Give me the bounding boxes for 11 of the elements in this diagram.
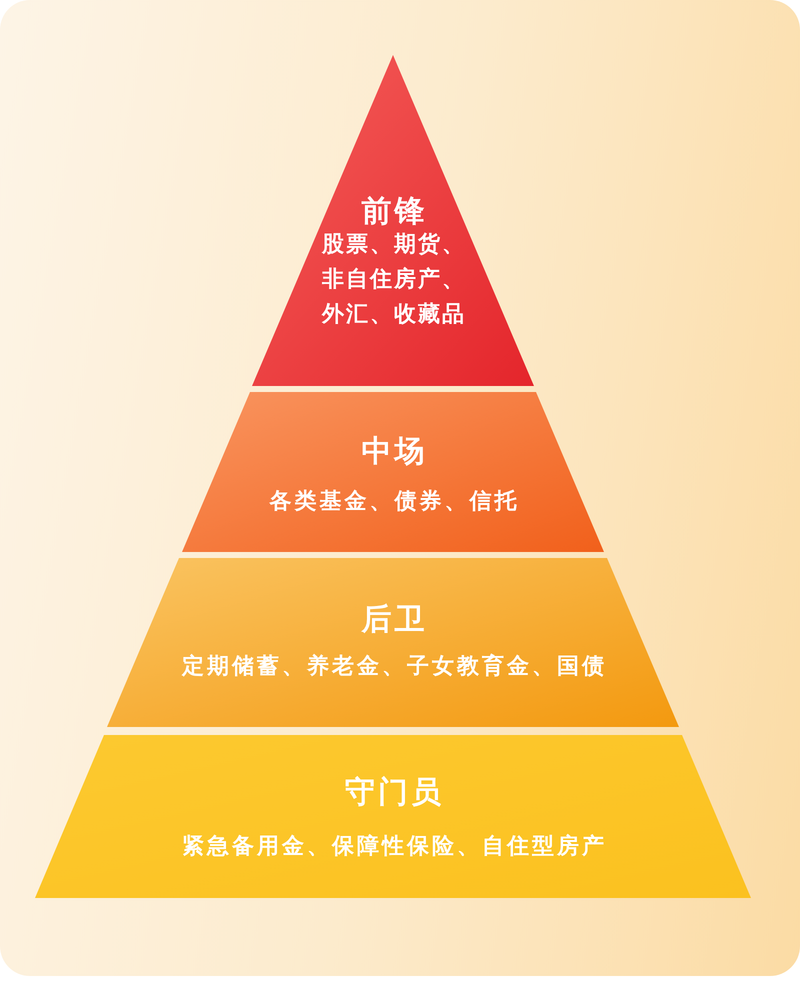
- tier-title: 前锋: [360, 194, 428, 230]
- tier-description: 各类基金、债券、信托: [268, 488, 520, 516]
- tier-description: 股票、期货、非自住房产、外汇、收藏品: [320, 231, 467, 329]
- pyramid-tier: [182, 392, 604, 552]
- tier-description: 紧急备用金、保障性保险、自住型房产: [181, 832, 607, 861]
- pyramid-tier: [107, 558, 679, 727]
- tier-title: 中场: [360, 434, 428, 470]
- tier-title: 守门员: [344, 775, 444, 811]
- pyramid-tier: [252, 55, 534, 386]
- tier-description: 定期储蓄、养老金、子女教育金、国债: [180, 652, 607, 681]
- tier-title: 后卫: [360, 602, 428, 638]
